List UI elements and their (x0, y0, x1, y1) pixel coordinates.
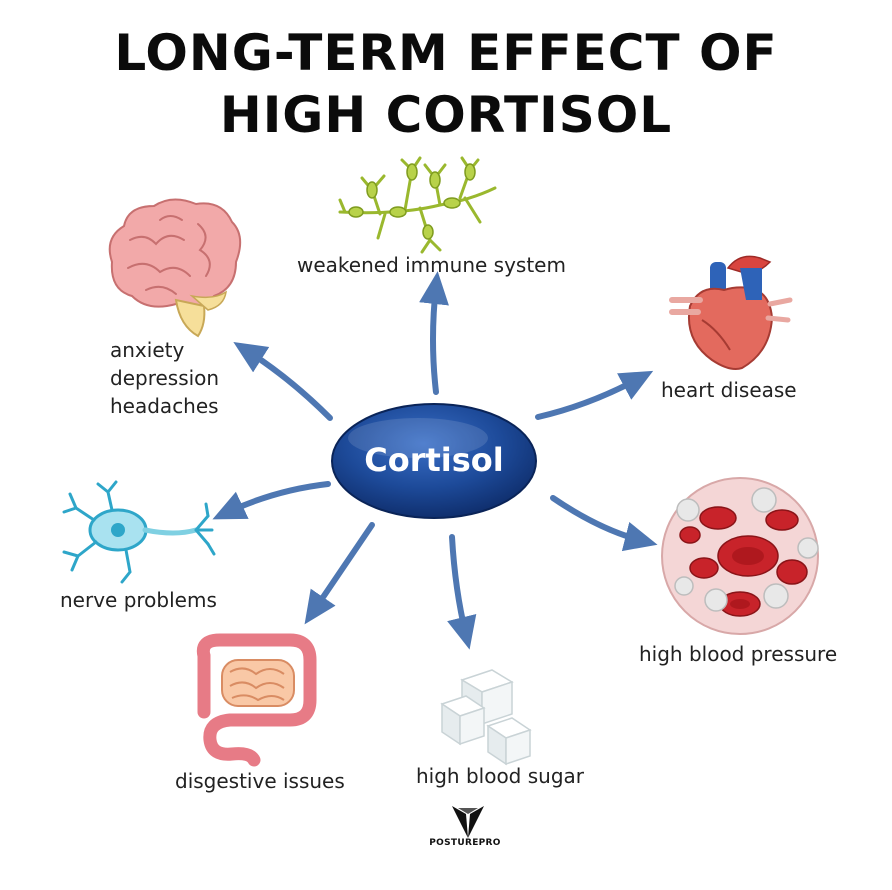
arrow-to-immune (433, 286, 436, 392)
arrow-to-heart (538, 378, 640, 417)
label-sugar: high blood sugar (416, 762, 584, 790)
sugar-cubes-icon (442, 670, 530, 764)
lymph-node-icon (340, 158, 495, 252)
arrow-to-digestive (313, 525, 372, 612)
label-heart: heart disease (661, 376, 797, 404)
center-label: Cortisol (334, 440, 534, 480)
label-brain-anxiety: anxiety (110, 336, 219, 364)
posturepro-logo-icon (452, 806, 484, 838)
arrow-to-nerve (226, 484, 328, 513)
label-nerve: nerve problems (60, 586, 217, 614)
label-digestive: disgestive issues (175, 767, 345, 795)
intestines-icon (203, 640, 310, 760)
brain-icon (110, 199, 240, 336)
label-blood-pressure: high blood pressure (639, 640, 837, 668)
label-brain-headaches: headaches (110, 392, 219, 420)
label-brain: anxiety depression headaches (110, 336, 219, 420)
brand-name: POSTUREPRO (425, 838, 505, 848)
page-title: LONG-TERM EFFECT OF HIGH CORTISOL (0, 22, 892, 146)
arrow-to-brain (246, 350, 330, 418)
title-line-2: HIGH CORTISOL (0, 84, 892, 146)
arrow-to-sugar (452, 537, 466, 635)
neuron-icon (64, 482, 214, 582)
heart-icon (672, 256, 790, 369)
title-line-1: LONG-TERM EFFECT OF (0, 22, 892, 84)
label-brain-depression: depression (110, 364, 219, 392)
arrow-to-blood-pressure (553, 498, 643, 541)
blood-cells-icon (662, 478, 818, 634)
label-immune: weakened immune system (297, 251, 566, 279)
